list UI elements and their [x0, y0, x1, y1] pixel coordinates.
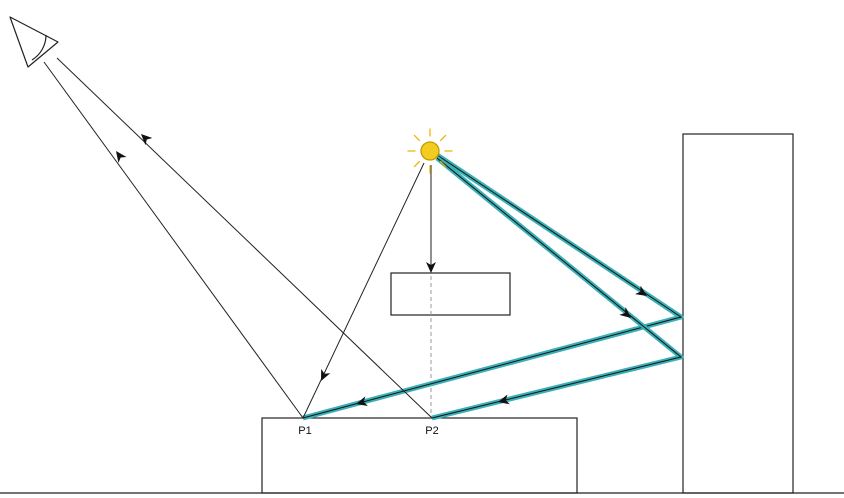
arrowhead	[321, 368, 331, 381]
arrowhead	[619, 307, 631, 318]
ray-arrowheads	[116, 134, 647, 406]
arrowhead	[498, 394, 510, 405]
arrowhead	[426, 262, 436, 273]
ray-p1-to-eye	[43, 61, 304, 419]
highlight-path-2	[431, 156, 684, 421]
eye-icon	[9, 16, 59, 68]
ray-path-1	[302, 154, 683, 419]
arrowhead	[141, 134, 153, 146]
floor-block	[261, 417, 578, 494]
arrowhead	[116, 151, 127, 163]
sun-icon	[407, 128, 453, 174]
arrowhead	[635, 285, 647, 296]
occluder-box	[390, 272, 511, 316]
point-label-p2: P2	[425, 425, 438, 437]
wall-block	[682, 133, 794, 494]
ray-path-2	[431, 157, 683, 419]
direct-rays	[43, 57, 433, 419]
indirect-light-paths	[302, 152, 684, 421]
point-label-p1: P1	[298, 425, 311, 437]
highlight-path-1	[302, 152, 684, 421]
arrowhead	[356, 396, 368, 406]
ray-p2-to-eye	[56, 57, 433, 419]
